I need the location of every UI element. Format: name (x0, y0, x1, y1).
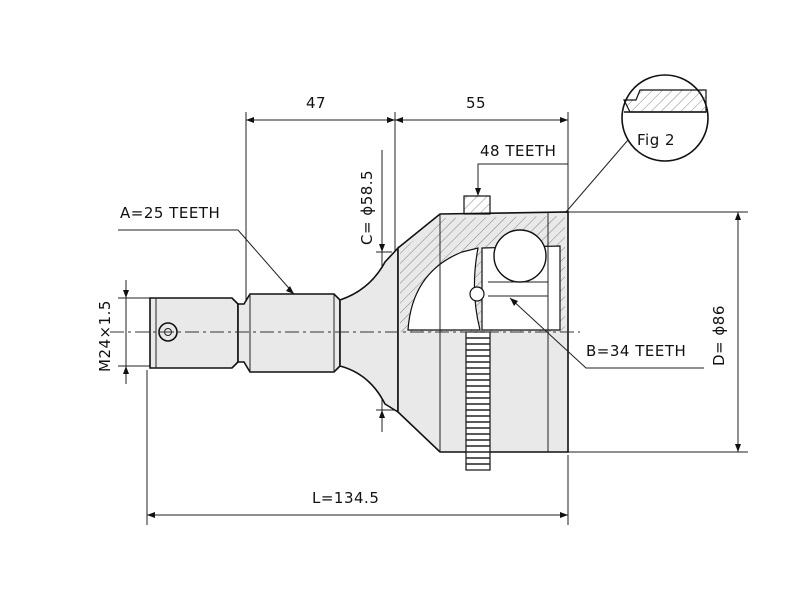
d-diameter-label: D= ϕ86 (710, 305, 728, 366)
joint-neck (339, 245, 399, 414)
length-dimension: L=134.5 (146, 370, 569, 525)
thread-dimension: M24×1.5 (96, 280, 150, 384)
a-teeth-callout: A=25 TEETH (118, 204, 295, 295)
threaded-stub (149, 297, 239, 369)
b-teeth-callout: B=34 TEETH (509, 297, 704, 369)
d-diameter-dimension: D= ϕ86 (568, 211, 748, 453)
splined-shaft (237, 293, 341, 373)
dimension-55: 55 (466, 94, 486, 112)
a-teeth-label: A=25 TEETH (120, 204, 220, 222)
top-dimensions: 47 55 (245, 94, 569, 300)
bell-housing (397, 195, 569, 471)
c-diameter-label: C= ϕ58.5 (358, 170, 376, 245)
length-label: L=134.5 (312, 489, 379, 507)
fig-label: Fig 2 (637, 131, 675, 149)
thread-label: M24×1.5 (96, 300, 114, 372)
abs-teeth-callout: 48 TEETH (475, 142, 568, 196)
dimension-47: 47 (306, 94, 326, 112)
fig-leader-line (565, 139, 629, 213)
fig-detail-callout: Fig 2 (565, 74, 709, 213)
b-teeth-label: B=34 TEETH (586, 342, 686, 360)
abs-teeth-label: 48 TEETH (480, 142, 556, 160)
